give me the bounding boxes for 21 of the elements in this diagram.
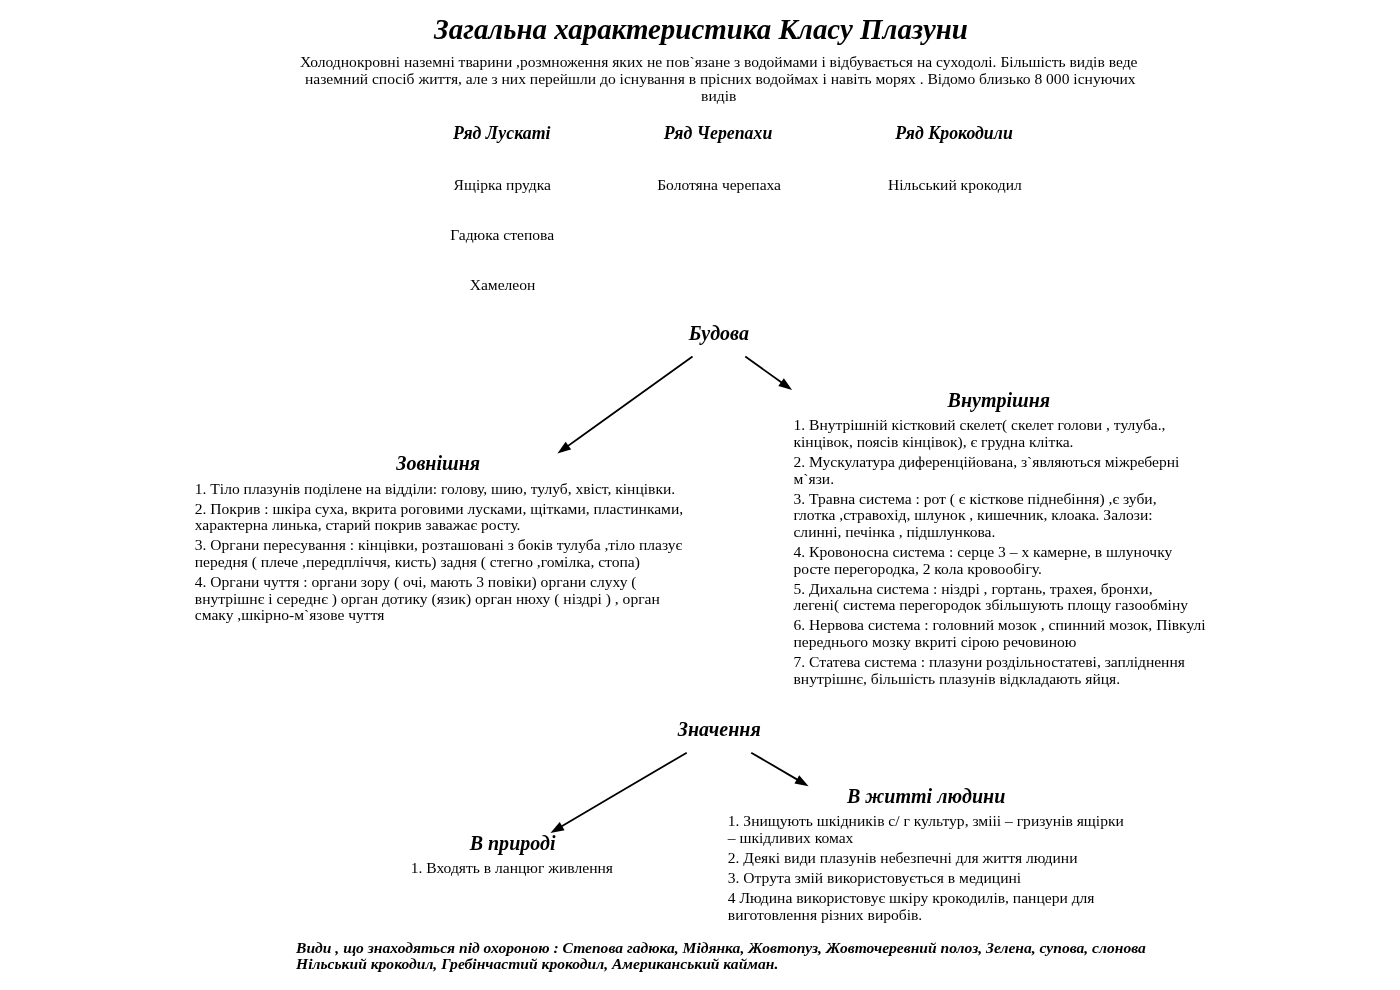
- label: Ящірка прудка: [453, 176, 551, 194]
- diagram-title: Загальна характеристика Класу Плазуни: [434, 13, 968, 46]
- label: Види , що знаходяться під охороною : Степова гадюка, Мідянка, Жовтопуз, Жовточеревний полоз, Зелена, супова, слонова Нільський крокодил, Гребінчастий крокодил, Американський кайман.: [296, 939, 1146, 972]
- node-text: Будова: [688, 322, 749, 345]
- node-text: В природі 1. Входять в ланцюг живлення: [410, 831, 613, 877]
- label: Гадюка степова: [450, 226, 555, 244]
- label: Ряд Лускаті: [452, 123, 551, 144]
- arrow: [557, 355, 694, 454]
- arrow: [550, 751, 688, 833]
- label: Хамелеон: [469, 276, 536, 294]
- node-text: В житті людини 1. Знищують шкідників с/ г культур, змііі – гризунів ящірки – шкідливих комах 2. Деякі види плазунів небезпечні для життя людини 3. Отрута змій використовується в медицині 4 Людина використовує шкіру крокодилів, панцери для виготовлення різних виробів.: [727, 785, 1124, 923]
- label: Холоднокровні наземні тварини ,розмноження яких не пов`язане з водоймами і відбувається на суходолі. Більшість видів веде наземний спосіб життя, але з них перейшли до існування в прісних водоймах і навіть морях . Відомо близько 8 000 існуючих видів: [299, 53, 1138, 104]
- arrow: [750, 751, 809, 787]
- node-text: Значення: [677, 718, 761, 741]
- label: Ряд Крокодили: [895, 123, 1013, 144]
- label: Болотяна черепаха: [657, 176, 782, 194]
- arrow: [744, 355, 793, 391]
- node-text: Зовнішня 1. Тіло плазунів поділене на відділи: голову, шию, тулуб, хвіст, кінцівки. 2. Покрив : шкіра суха, вкрита роговими лусками, щітками, пластинками, характерна линька, старий покрив заважає росту. 3. Органи пересування : кінцівки, розташовані з боків тулуба ,тіло плазує передня ( плече ,передпліччя, кисть) задня ( стегно ,гомілка, стопа) 4. Органи чуття : органи зору ( очі, мають 3 повіки) органи слуху ( внутрішнє і середнє ) орган дотику (язик) орган нюху ( ніздрі ) , орган смаку ,шкірно-м`язове чуття: [194, 452, 684, 624]
- node-text: Внутрішня 1. Внутрішній кістковий скелет( скелет голови , тулуба., кінцівок, поясів кінцівок), є грудна клітка. 2. Мускулатура диференційована, з`являються міжреберні м`язи. 3. Травна система : рот ( є кісткове піднебіння) ,є зуби, глотка ,стравохід, шлунок , кишечник, клоака. Залози: слинні, печінка , підшлункова. 4. Кровоносна система : серце 3 – х камерне, в шлуночку росте перегородка, 2 кола кровообігу. 5. Дихальна система : ніздрі , гортань, трахея, бронхи, легені( система перегородок збільшують площу газообміну 6. Нервова система : головний мозок , спинний мозок, Півкулі переднього мозку вкриті сірою речовиною 7. Статева система : плазуни роздільностатеві, запліднення внутрішнє, більшість плазунів відкладають яйця.: [793, 388, 1206, 687]
- label: Ряд Черепахи: [663, 123, 773, 144]
- label: Нільський крокодил: [888, 176, 1022, 194]
